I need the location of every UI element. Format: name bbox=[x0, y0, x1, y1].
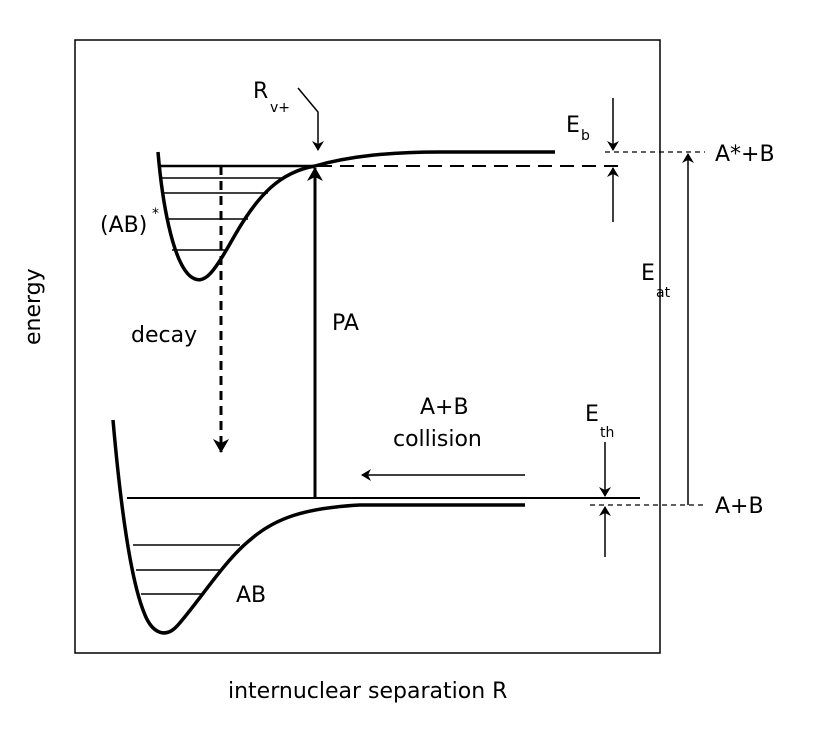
x-axis-label: internuclear separation R bbox=[228, 679, 507, 704]
eat-label: E bbox=[641, 261, 655, 286]
excited-vibrational-levels bbox=[160, 164, 315, 251]
ground-vibrational-levels bbox=[133, 544, 240, 595]
plot-frame bbox=[74, 39, 661, 654]
y-axis-label: energy bbox=[21, 268, 46, 345]
decay-label: decay bbox=[131, 323, 197, 348]
r-pointer-arrow bbox=[297, 87, 324, 151]
excited-molecule-label: (AB) bbox=[100, 213, 147, 238]
collision-label-line1: A+B bbox=[420, 395, 469, 420]
eth-subscript: th bbox=[600, 425, 614, 441]
eb-subscript: b bbox=[581, 128, 590, 144]
eb-label: E bbox=[566, 113, 580, 138]
lower-asymptote-label: A+B bbox=[715, 494, 764, 519]
excited-potential-curve bbox=[156, 150, 555, 282]
upper-asymptote-label: A*+B bbox=[715, 142, 775, 167]
r-label: R bbox=[253, 79, 268, 104]
ground-potential-curve bbox=[111, 419, 525, 635]
eth-label: E bbox=[585, 402, 599, 427]
pa-label: PA bbox=[332, 311, 359, 336]
r-subscript: v+ bbox=[270, 100, 290, 116]
excited-star: * bbox=[152, 206, 159, 222]
collision-label-line2: collision bbox=[393, 427, 482, 452]
ground-molecule-label: AB bbox=[236, 583, 266, 608]
eat-subscript: at bbox=[656, 285, 671, 301]
